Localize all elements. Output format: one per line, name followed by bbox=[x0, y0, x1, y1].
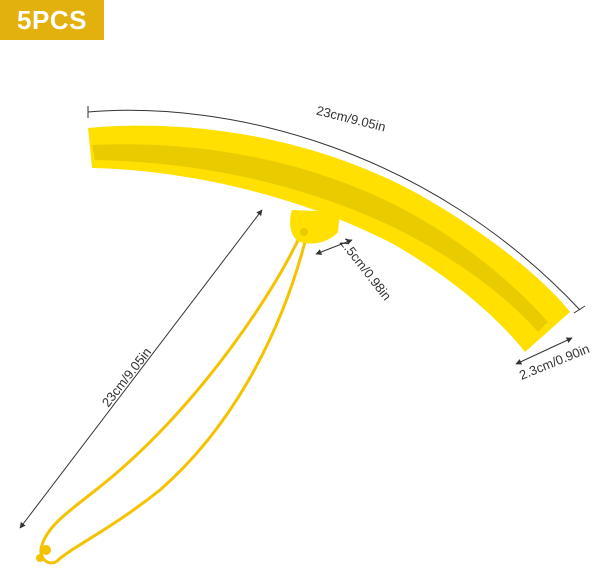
cord-strand-right bbox=[54, 237, 308, 564]
rim-protector bbox=[88, 125, 570, 352]
lanyard-cord bbox=[36, 235, 308, 565]
dimension-line-tab bbox=[315, 239, 353, 255]
dimension-label-cord-length: 23cm/9.05in bbox=[99, 345, 154, 410]
dimension-label-top-length: 23cm/9.05in bbox=[315, 103, 387, 135]
tab-hole bbox=[300, 228, 308, 236]
dimension-line-end bbox=[515, 337, 573, 365]
cord-knot bbox=[36, 554, 44, 562]
cord-knot bbox=[41, 545, 51, 555]
quantity-badge-label: 5PCS bbox=[17, 4, 87, 35]
dimension-line-cord bbox=[19, 209, 263, 529]
cord-strand-left bbox=[40, 235, 302, 546]
rim-protector-groove bbox=[92, 144, 548, 332]
mounting-tab bbox=[290, 210, 340, 244]
dimension-line-top bbox=[87, 109, 581, 311]
dimension-tick-top-right bbox=[573, 305, 586, 314]
dimension-lines bbox=[19, 106, 586, 529]
dimension-label-tab-height: 2.5cm/0.98in bbox=[337, 235, 395, 303]
quantity-badge: 5PCS bbox=[0, 0, 104, 40]
